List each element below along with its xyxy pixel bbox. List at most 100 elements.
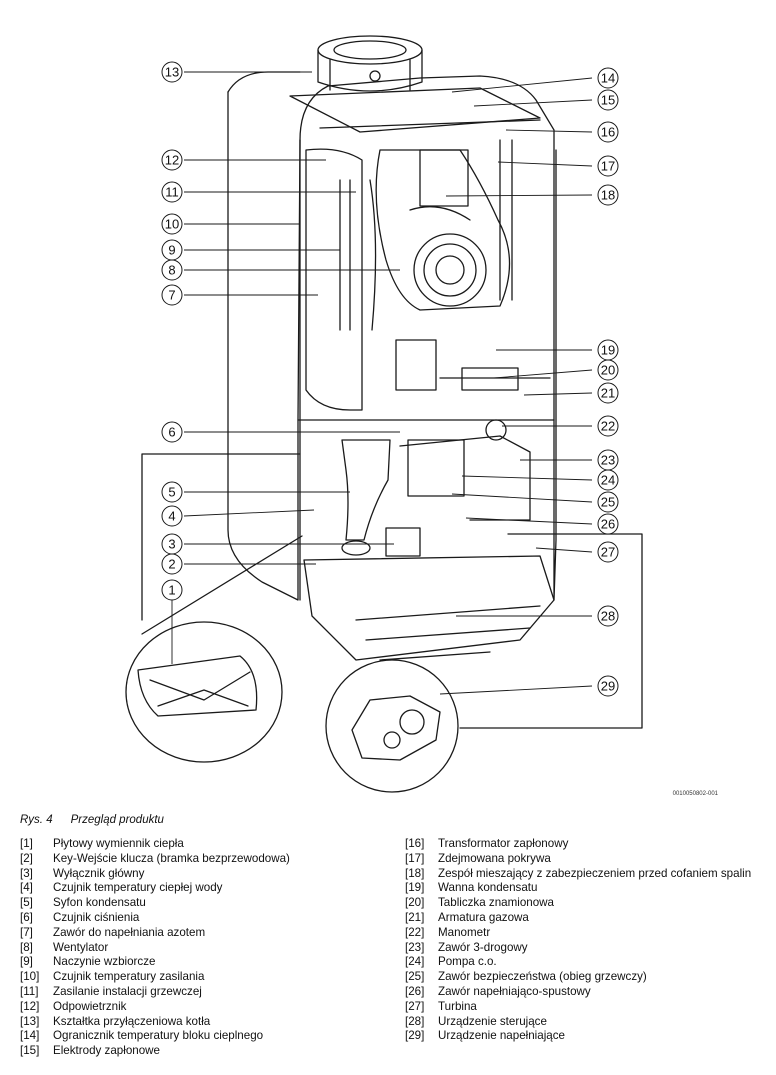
legend-item: [5] Syfon kondensatu xyxy=(20,896,290,911)
callout-6: 6 xyxy=(168,425,175,440)
legend-item: [23] Zawór 3-drogowy xyxy=(405,941,751,956)
legend-number: [28] xyxy=(405,1014,425,1028)
legend-text: Wyłącznik główny xyxy=(53,866,145,880)
legend-text: Zawór do napełniania azotem xyxy=(53,925,206,939)
figure-number: Rys. 4 xyxy=(20,814,53,826)
legend-text: Zawór bezpieczeństwa (obieg grzewczy) xyxy=(438,970,647,984)
legend-item: [3] Wyłącznik główny xyxy=(20,867,290,882)
legend-text: Czujnik temperatury ciepłej wody xyxy=(53,881,223,895)
legend-item: [4] Czujnik temperatury ciepłej wody xyxy=(20,881,290,896)
legend-number: [15] xyxy=(20,1044,40,1058)
legend-item: [20]Tabliczka znamionowa xyxy=(405,896,751,911)
legend-text: Zespół mieszający z zabezpieczeniem prze… xyxy=(438,866,752,880)
legend-item: [12] Odpowietrznik xyxy=(20,1000,290,1015)
legend-number: [2] xyxy=(20,851,33,865)
callout-9: 9 xyxy=(168,243,175,258)
legend-number: [3] xyxy=(20,866,33,880)
legend-text: Manometr xyxy=(438,925,491,939)
siphon xyxy=(341,439,391,541)
legend-text: Czujnik temperatury zasilania xyxy=(53,970,205,984)
legend-item: [13] Kształtka przyłączeniowa kotła xyxy=(20,1015,290,1030)
legend-number: [20] xyxy=(405,896,425,910)
legend-text: Odpowietrznik xyxy=(53,999,127,1013)
filling-device-inset xyxy=(325,659,459,793)
boiler-diagram: 13 12 11 10 9 8 7 6 5 4 3 2 1 14 15 16 1… xyxy=(125,35,719,797)
legend-text: Kształtka przyłączeniowa kotła xyxy=(53,1014,211,1028)
legend-text: Armatura gazowa xyxy=(438,910,529,924)
legend-item: [14]Ogranicznik temperatury bloku ciepln… xyxy=(20,1029,290,1044)
legend-item: [2]Key-Wejście klucza (bramka bezprzewod… xyxy=(20,852,290,867)
legend-text: Zasilanie instalacji grzewczej xyxy=(53,984,202,998)
flue-collar xyxy=(317,35,423,92)
boiler-casing xyxy=(227,75,557,601)
callout-23: 23 xyxy=(601,453,615,468)
figure-title: Przegląd produktu xyxy=(70,814,164,826)
legend-text: Transformator zapłonowy xyxy=(438,837,569,850)
callout-28: 28 xyxy=(601,609,615,624)
callout-5: 5 xyxy=(168,485,175,500)
legend-item: [10]Czujnik temperatury zasilania xyxy=(20,970,290,985)
legend-left-column: [1] Płytowy wymiennik ciepła [2]Key-Wejśc… xyxy=(20,837,290,1059)
legend-text: Urządzenie napełniające xyxy=(438,1029,565,1043)
callout-3: 3 xyxy=(168,537,175,552)
legend-text: Zawór napełniająco-spustowy xyxy=(438,984,591,998)
legend-text: Płytowy wymiennik ciepła xyxy=(53,837,184,850)
legend-text: Naczynie wzbiorcze xyxy=(53,955,156,969)
legend-text: Zawór 3-drogowy xyxy=(438,940,528,954)
legend-number: [16] xyxy=(405,837,425,850)
callout-24: 24 xyxy=(601,473,615,488)
legend-item: [9]Naczynie wzbiorcze xyxy=(20,955,290,970)
legend-number: [22] xyxy=(405,925,425,939)
legend-text: Pompa c.o. xyxy=(438,955,497,969)
callout-19: 19 xyxy=(601,343,615,358)
callout-12: 12 xyxy=(165,153,179,168)
callout-7: 7 xyxy=(168,288,175,303)
legend-number: [29] xyxy=(405,1029,425,1043)
legend-number: [25] xyxy=(405,970,425,984)
callout-13: 13 xyxy=(165,65,179,80)
legend-item: [18]Zespół mieszający z zabezpieczeniem … xyxy=(405,867,751,882)
legend-number: [21] xyxy=(405,910,425,924)
callout-11: 11 xyxy=(165,185,179,200)
callout-18: 18 xyxy=(601,188,615,203)
legend-number: [8] xyxy=(20,940,33,954)
main-switch xyxy=(385,527,421,557)
callout-14: 14 xyxy=(601,71,615,86)
legend-item: [7] Zawór do napełniania azotem xyxy=(20,926,290,941)
legend-item: [6] Czujnik ciśnienia xyxy=(20,911,290,926)
legend-number: [23] xyxy=(405,940,425,954)
legend-text: Zdejmowana pokrywa xyxy=(438,851,551,865)
legend-number: [26] xyxy=(405,984,425,998)
legend-text: Czujnik ciśnienia xyxy=(53,910,140,924)
legend-text: Wentylator xyxy=(53,940,109,954)
legend-number: [5] xyxy=(20,896,33,910)
legend-item: [25] Zawór bezpieczeństwa (obieg grzewczy… xyxy=(405,970,751,985)
legend-item: [19]Wanna kondensatu xyxy=(405,881,751,896)
fan-assembly xyxy=(375,149,511,311)
legend-item: [21] Armatura gazowa xyxy=(405,911,751,926)
legend-number: [4] xyxy=(20,881,33,895)
legend-number: [13] xyxy=(20,1014,40,1028)
legend-item: [11]Zasilanie instalacji grzewczej xyxy=(20,985,290,1000)
legend-number: [6] xyxy=(20,910,33,924)
callout-2: 2 xyxy=(168,557,175,572)
callout-15: 15 xyxy=(601,93,615,108)
legend-number: [12] xyxy=(20,999,40,1013)
legend-right-column: [16] Transformator zapłonowy [17]Zdejmowa… xyxy=(405,837,751,1044)
callout-21: 21 xyxy=(601,386,615,401)
legend-number: [7] xyxy=(20,925,33,939)
legend-number: [1] xyxy=(20,837,33,850)
expansion-vessel xyxy=(305,148,363,411)
callout-20: 20 xyxy=(601,363,615,378)
figure-caption: Rys. 4 Przegląd produktu xyxy=(20,814,164,826)
callout-25: 25 xyxy=(601,495,615,510)
callout-16: 16 xyxy=(601,125,615,140)
legend-item: [15]Elektrody zapłonowe xyxy=(20,1044,290,1059)
legend-number: [14] xyxy=(20,1029,40,1043)
legend-item: [17]Zdejmowana pokrywa xyxy=(405,852,751,867)
callout-22: 22 xyxy=(601,419,615,434)
callout-8: 8 xyxy=(168,263,175,278)
callout-10: 10 xyxy=(165,217,179,232)
legend-text: Syfon kondensatu xyxy=(53,896,146,910)
boiler-diagram-svg: 13 12 11 10 9 8 7 6 5 4 3 2 1 14 15 16 1… xyxy=(125,35,719,797)
